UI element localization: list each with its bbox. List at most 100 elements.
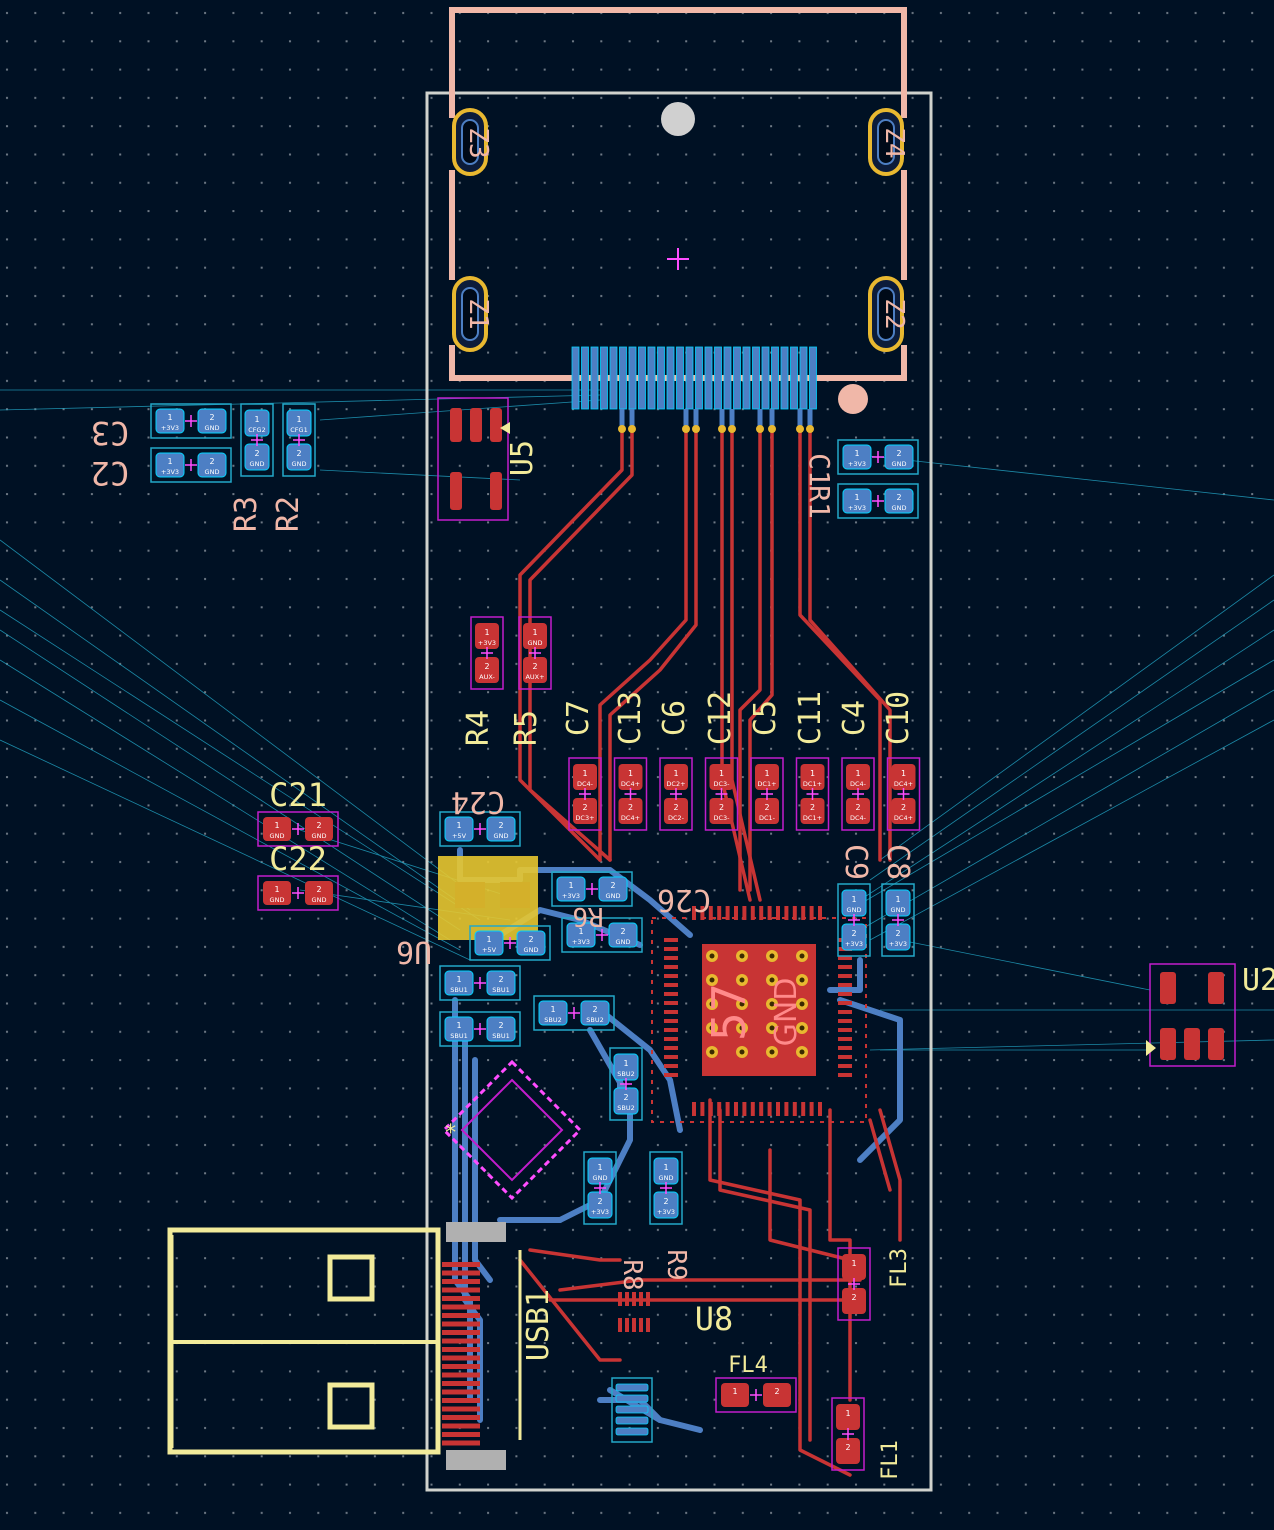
u1-pin[interactable]	[700, 906, 705, 920]
u1-pin[interactable]	[664, 965, 678, 969]
pad[interactable]	[836, 1404, 860, 1430]
pad[interactable]	[450, 472, 462, 510]
pad[interactable]	[263, 881, 291, 905]
u1-pin[interactable]	[759, 1102, 764, 1116]
u1-pin[interactable]	[725, 906, 730, 920]
u1-pin[interactable]	[664, 938, 678, 942]
pad[interactable]	[490, 408, 502, 442]
u1-pin[interactable]	[792, 906, 797, 920]
usb-pin[interactable]	[442, 1389, 480, 1395]
u1-pin[interactable]	[664, 1064, 678, 1068]
u2-footprint[interactable]	[1146, 963, 1236, 1067]
u1-pin[interactable]	[664, 1019, 678, 1023]
pad[interactable]	[884, 488, 914, 514]
u1-pin[interactable]	[692, 1102, 696, 1116]
u1-pin[interactable]	[838, 1028, 852, 1032]
u1-pin[interactable]	[801, 906, 806, 920]
pin[interactable]	[625, 1318, 629, 1332]
pad[interactable]	[763, 1383, 791, 1407]
u1-pin[interactable]	[838, 1010, 852, 1014]
fpc-pad[interactable]	[609, 346, 618, 410]
u1-pin[interactable]	[818, 1102, 822, 1116]
board-edge-cuts[interactable]	[425, 91, 933, 1492]
pad[interactable]	[709, 798, 734, 824]
pad[interactable]	[486, 970, 516, 996]
pad[interactable]	[523, 657, 547, 683]
pad[interactable]	[615, 1394, 649, 1403]
pad[interactable]	[566, 922, 596, 948]
fpc-pad[interactable]	[638, 346, 646, 410]
u1-pin[interactable]	[809, 906, 814, 920]
u1-pin[interactable]	[767, 906, 772, 920]
pad[interactable]	[197, 452, 227, 478]
usb-pin[interactable]	[442, 1313, 480, 1318]
u1-pin[interactable]	[664, 956, 678, 960]
u1-pin[interactable]	[717, 1102, 722, 1116]
usb-pin[interactable]	[442, 1347, 480, 1352]
pad[interactable]	[664, 798, 688, 824]
u1-pin[interactable]	[838, 1073, 852, 1077]
pad[interactable]	[721, 1383, 749, 1407]
u1-pin[interactable]	[838, 1064, 852, 1068]
fpc-pad[interactable]	[771, 346, 779, 410]
slot-hole-z4[interactable]: Z4	[868, 108, 909, 176]
u1-pin[interactable]	[664, 1010, 678, 1014]
u1-pin[interactable]	[767, 1102, 772, 1116]
pad[interactable]	[755, 764, 779, 790]
pad[interactable]	[664, 764, 688, 790]
u1-pin[interactable]	[664, 1001, 678, 1005]
u1-pin[interactable]	[700, 1102, 705, 1116]
pad[interactable]	[608, 922, 638, 948]
u1-pin[interactable]	[664, 983, 678, 987]
pin[interactable]	[639, 1292, 643, 1306]
u9-esd-footprint[interactable]: *	[441, 1059, 583, 1201]
u6-regulator-footprint[interactable]	[438, 856, 538, 940]
usb-pin[interactable]	[442, 1398, 480, 1403]
u1-pin[interactable]	[838, 965, 852, 969]
u1-pin[interactable]	[838, 956, 852, 960]
pad[interactable]	[842, 444, 872, 470]
fpc-pad[interactable]	[704, 346, 713, 410]
fpc-connector-pads[interactable]	[571, 346, 817, 433]
u1-pin[interactable]	[708, 906, 713, 920]
u1-pin[interactable]	[664, 992, 678, 996]
u1-pin[interactable]	[664, 1037, 678, 1041]
u1-pin[interactable]	[801, 1102, 806, 1116]
usb-pin[interactable]	[442, 1270, 480, 1276]
u1-pin[interactable]	[809, 1102, 814, 1116]
fpc-pad[interactable]	[695, 346, 703, 410]
pin[interactable]	[646, 1292, 650, 1306]
u1-pin[interactable]	[734, 906, 738, 920]
pad[interactable]	[884, 444, 914, 470]
u1-pin[interactable]	[838, 974, 852, 978]
pad[interactable]	[475, 623, 499, 649]
usb-pin[interactable]	[442, 1423, 480, 1429]
u1-pin[interactable]	[725, 1102, 730, 1116]
pad[interactable]	[475, 657, 499, 683]
pad[interactable]	[846, 764, 870, 790]
u1-pin[interactable]	[759, 906, 764, 920]
u1-pin[interactable]	[717, 906, 722, 920]
pad[interactable]	[842, 1254, 866, 1280]
u5-footprint[interactable]	[437, 397, 510, 521]
pin[interactable]	[646, 1318, 650, 1332]
usb-pin[interactable]	[442, 1381, 480, 1386]
pad[interactable]	[618, 764, 643, 790]
fpc-pad[interactable]	[790, 346, 798, 410]
